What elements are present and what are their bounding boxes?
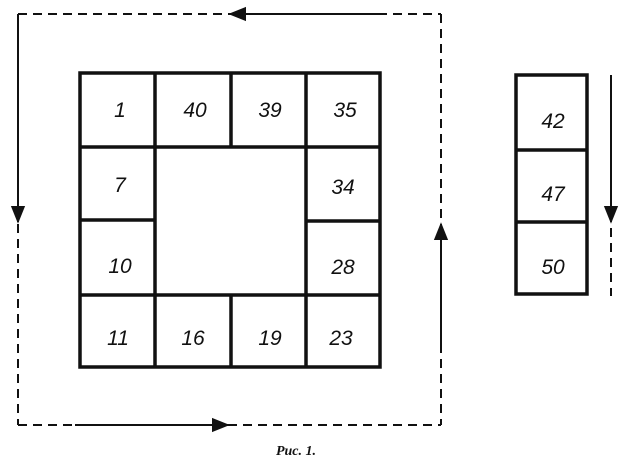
cell-top-3: 39 [258, 99, 282, 122]
column-cell-1: 42 [541, 110, 565, 133]
column-cell-2: 47 [541, 183, 566, 206]
cell-top-4: 35 [333, 99, 357, 122]
square-ring: 1 40 39 35 7 10 34 28 11 16 19 23 [78, 71, 382, 369]
side-column: 42 47 50 [514, 73, 589, 296]
cell-bottom-4: 23 [328, 327, 353, 350]
cell-right-1: 34 [331, 176, 354, 199]
cell-bottom-2: 16 [181, 327, 205, 350]
cell-top-2: 40 [183, 99, 207, 122]
column-cell-3: 50 [541, 256, 565, 279]
cell-right-2: 28 [330, 256, 355, 279]
cell-bottom-3: 19 [258, 327, 282, 350]
cell-left-2: 10 [108, 255, 132, 278]
cell-bottom-1: 11 [107, 327, 129, 350]
cell-left-1: 7 [114, 174, 127, 197]
loop-arrows [10, 6, 449, 433]
figure-caption: Рис. 1. [276, 444, 316, 459]
column-border [514, 73, 589, 296]
cell-top-1: 1 [114, 99, 126, 122]
